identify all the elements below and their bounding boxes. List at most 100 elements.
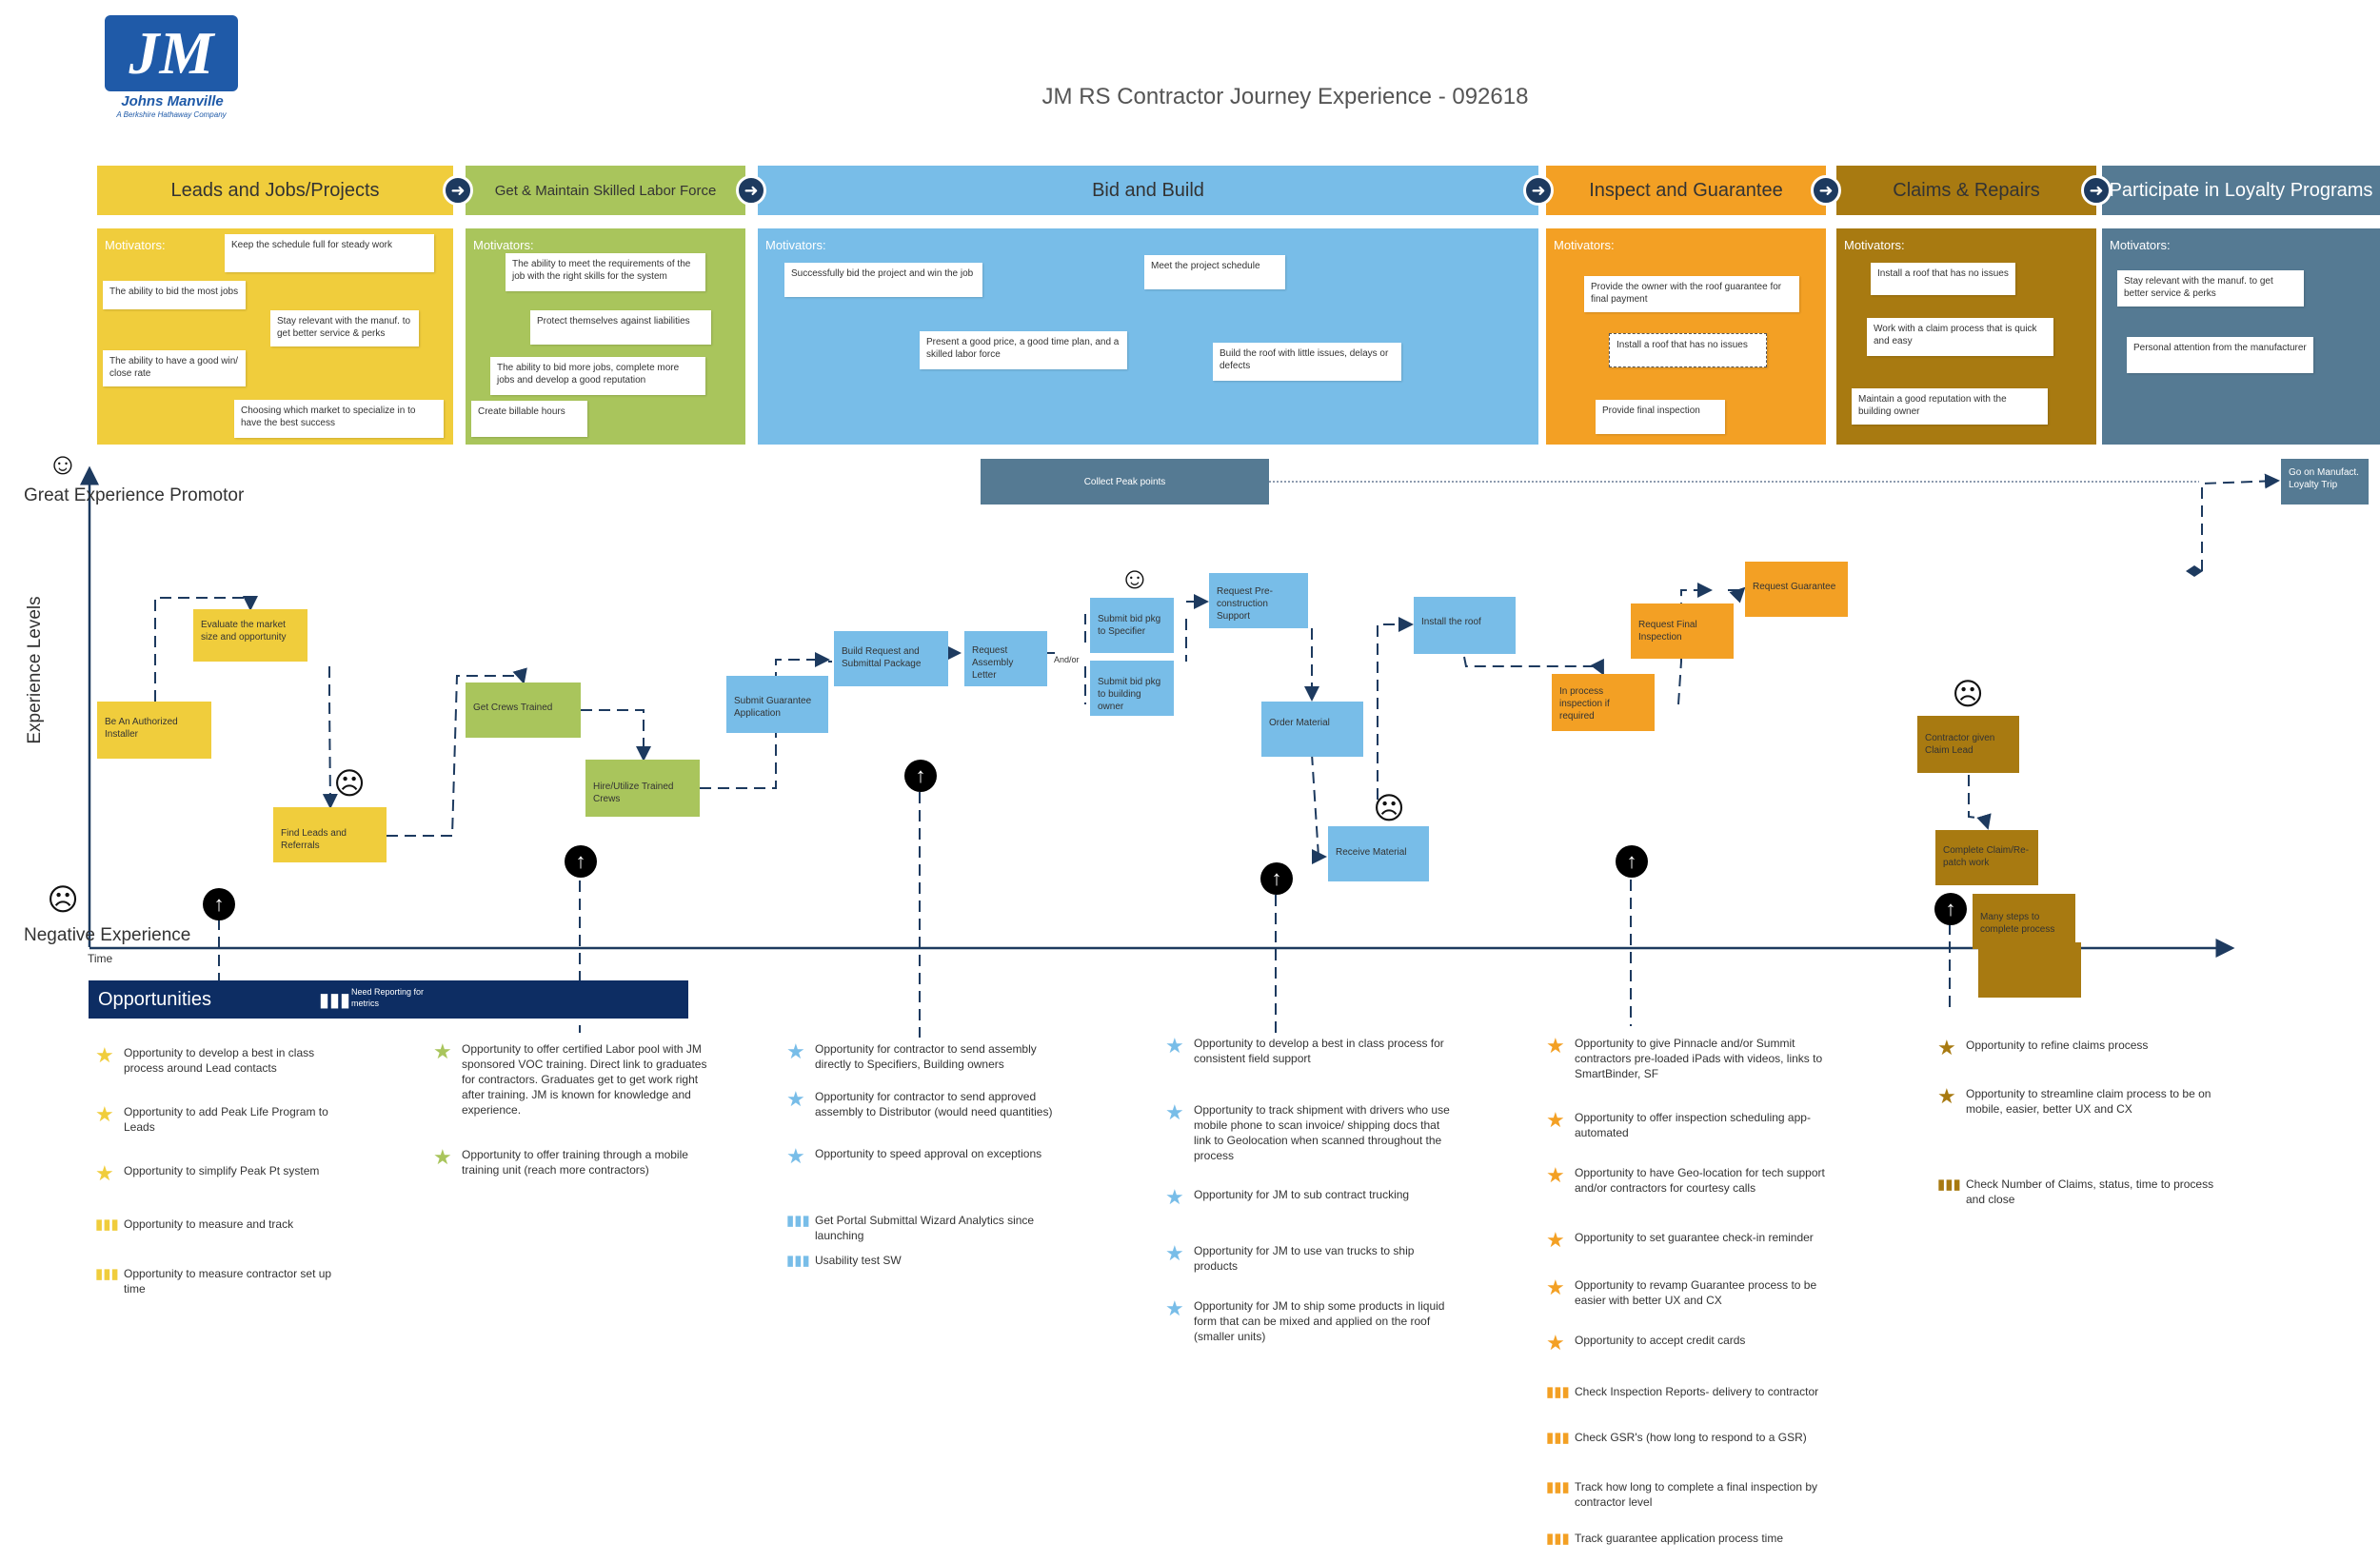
opportunity-text: Opportunity to develop a best in class p… [1194, 1037, 1444, 1065]
motivator-note: Meet the project schedule [1144, 255, 1285, 289]
motivator-note: Maintain a good reputation with the buil… [1852, 388, 2048, 425]
star-icon: ★ [1165, 1100, 1184, 1124]
motivator-note: Personal attention from the manufacturer [2127, 337, 2313, 373]
opportunity-text: Opportunity to offer inspection scheduli… [1575, 1111, 1811, 1139]
motivator-note: Provide final inspection [1596, 400, 1725, 434]
star-icon: ★ [1165, 1034, 1184, 1058]
metric-item: ▮▮▮ Get Portal Submittal Wizard Analytics… [786, 1213, 1062, 1243]
axis-great-label: Great Experience Promotor [24, 485, 245, 505]
metric-item: ▮▮▮Opportunity to measure and track [95, 1217, 333, 1234]
opportunity-item: ★Opportunity to add Peak Life Program to… [95, 1104, 333, 1135]
star-icon: ★ [95, 1043, 114, 1067]
axis-negative-label: Negative Experience [24, 925, 191, 945]
phase-label: Get & Maintain Skilled Labor Force [494, 182, 717, 199]
phase-bid-and-build: Bid and Build [758, 166, 1538, 215]
opportunity-item: ★Opportunity to revamp Guarantee process… [1546, 1277, 1841, 1308]
opportunity-text: Opportunity to offer training through a … [462, 1148, 688, 1177]
step-request-assembly-letter: Request Assembly Letter [964, 631, 1047, 686]
star-icon: ★ [1937, 1084, 1956, 1108]
opportunity-item: ★Opportunity to streamline claim process… [1937, 1086, 2223, 1117]
opportunity-item: ★Opportunity to speed approval on except… [786, 1146, 1062, 1167]
opportunity-text: Check Number of Claims, status, time to … [1966, 1177, 2214, 1206]
motivator-note: Stay relevant with the manuf. to get bet… [270, 310, 419, 346]
star-icon: ★ [1546, 1034, 1565, 1058]
bar-chart-icon: ▮▮▮ [319, 990, 351, 1011]
motivator-note: Choosing which market to specialize in t… [234, 400, 444, 438]
star-icon: ★ [1165, 1185, 1184, 1209]
motivator-note: Install a roof that has no issues [1871, 263, 2015, 295]
metric-item: ▮▮▮Track how long to complete a final in… [1546, 1479, 1841, 1510]
star-icon: ★ [433, 1039, 452, 1063]
opportunity-item: ★ Opportunity to offer training through a… [433, 1147, 709, 1177]
phase-skilled-labor: Get & Maintain Skilled Labor Force [466, 166, 745, 215]
metric-item: ▮▮▮Track guarantee application process t… [1546, 1531, 1841, 1548]
step-bid-owner: Submit bid pkg to building owner [1090, 661, 1174, 716]
arrow-right-circle-icon: ➜ [1523, 175, 1554, 206]
bar-chart-icon: ▮▮▮ [786, 1253, 810, 1269]
opportunity-text: Opportunity to accept credit cards [1575, 1334, 1746, 1347]
up-arrow-icon: ↑ [1260, 862, 1293, 895]
step-many-steps: Many steps to complete process [1973, 894, 2075, 949]
step-request-guarantee: Request Guarantee [1745, 562, 1848, 617]
opportunity-item: ★Opportunity to refine claims process [1937, 1038, 2223, 1058]
bar-chart-icon: ▮▮▮ [786, 1213, 810, 1229]
star-icon: ★ [1546, 1276, 1565, 1299]
motivator-note: The ability to bid the most jobs [103, 281, 246, 309]
step-get-crews-trained: Get Crews Trained [466, 683, 581, 738]
opportunity-text: Opportunity for JM to sub contract truck… [1194, 1188, 1410, 1201]
star-icon: ★ [1546, 1108, 1565, 1132]
opportunity-text: Opportunity to set guarantee check-in re… [1575, 1231, 1814, 1244]
star-icon: ★ [1165, 1241, 1184, 1265]
opportunities-title: Opportunities [98, 989, 211, 1010]
motivator-note: Stay relevant with the manuf. to get bet… [2117, 270, 2304, 307]
step-claims-block [1978, 942, 2081, 998]
bar-chart-icon: ▮▮▮ [1546, 1479, 1570, 1495]
opportunity-text: Opportunity to speed approval on excepti… [815, 1147, 1042, 1160]
opportunity-text: Opportunity to measure and track [124, 1217, 294, 1231]
star-icon: ★ [786, 1087, 805, 1111]
step-in-process-inspection: In process inspection if required [1552, 674, 1655, 731]
bar-chart-icon: ▮▮▮ [1546, 1531, 1570, 1547]
metric-item: ▮▮▮ Check Number of Claims, status, time … [1937, 1177, 2223, 1207]
motivators-panel-loyalty: Motivators: Stay relevant with the manuf… [2102, 228, 2380, 445]
arrow-right-circle-icon: ➜ [1811, 175, 1841, 206]
arrow-right-circle-icon: ➜ [736, 175, 766, 206]
bar-chart-icon: ▮▮▮ [1546, 1384, 1570, 1400]
opportunity-item: ★Opportunity to simplify Peak Pt system [95, 1163, 333, 1184]
opportunity-item: ★Opportunity to offer certified Labor po… [433, 1041, 709, 1118]
opportunity-text: Check GSR's (how long to respond to a GS… [1575, 1431, 1807, 1444]
phase-inspect-and-guarantee: Inspect and Guarantee [1546, 166, 1826, 215]
phase-label: Claims & Repairs [1893, 179, 2040, 201]
phase-claims-and-repairs: Claims & Repairs [1836, 166, 2096, 215]
frowning-face-icon: ☹ [1373, 791, 1405, 825]
opportunity-text: Opportunity to measure contractor set up… [124, 1267, 332, 1296]
star-icon: ★ [1546, 1331, 1565, 1355]
step-receive-material: Receive Material [1328, 826, 1429, 881]
star-icon: ★ [433, 1145, 452, 1169]
opportunity-item: ★ Opportunity to offer inspection schedul… [1546, 1110, 1841, 1140]
motivator-note: Successfully bid the project and win the… [784, 263, 982, 297]
opportunity-text: Opportunity for contractor to send assem… [815, 1042, 1037, 1071]
motivators-label: Motivators: [2110, 238, 2171, 252]
opportunity-text: Check Inspection Reports- delivery to co… [1575, 1385, 1819, 1398]
motivator-note: The ability to meet the requirements of … [506, 253, 705, 291]
metric-item: ▮▮▮Usability test SW [786, 1253, 1062, 1270]
up-arrow-icon: ↑ [1934, 893, 1967, 925]
motivators-label: Motivators: [473, 238, 534, 252]
star-icon: ★ [95, 1161, 114, 1185]
phase-label: Leads and Jobs/Projects [170, 179, 380, 201]
bar-chart-icon: ▮▮▮ [1937, 1177, 1961, 1193]
metrics-note: Need Reporting for metrics [351, 987, 425, 1008]
frowning-face-icon: ☹ [47, 882, 79, 917]
bar-chart-icon: ▮▮▮ [1546, 1430, 1570, 1446]
opportunity-item: ★Opportunity for JM to ship some product… [1165, 1298, 1451, 1344]
up-arrow-icon: ↑ [1616, 845, 1648, 878]
star-icon: ★ [1937, 1036, 1956, 1059]
opportunity-item: ★ Opportunity for JM to sub contract truc… [1165, 1187, 1451, 1208]
motivator-note: Keep the schedule full for steady work [225, 234, 434, 272]
opportunity-text: Opportunity for JM to use van trucks to … [1194, 1244, 1415, 1273]
star-icon: ★ [95, 1102, 114, 1126]
opportunity-text: Opportunity to develop a best in class p… [124, 1046, 315, 1075]
opportunity-item: ★ Opportunity for JM to use van trucks to… [1165, 1243, 1451, 1274]
opportunity-text: Get Portal Submittal Wizard Analytics si… [815, 1214, 1035, 1242]
